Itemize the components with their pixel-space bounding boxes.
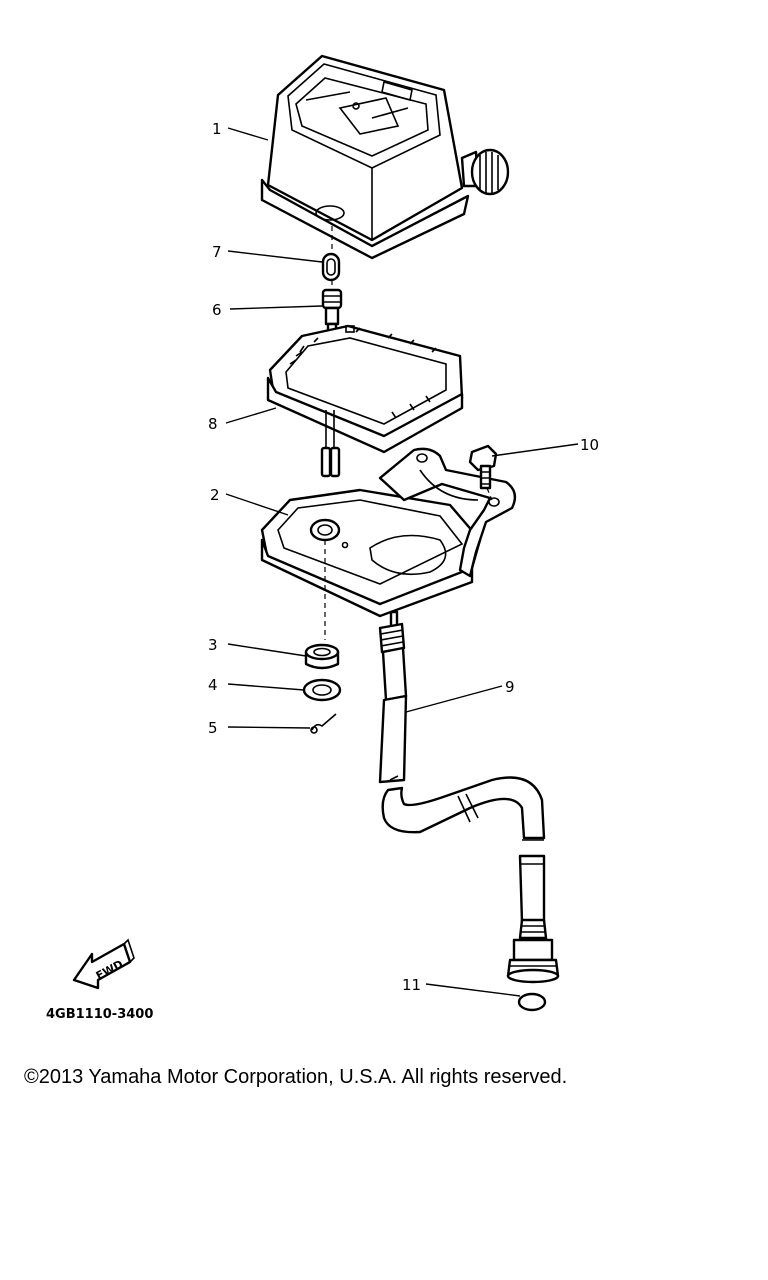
callout-5: 5 [208, 719, 218, 737]
fwd-direction-arrow: FWD [72, 938, 135, 990]
part-10-bolt [468, 444, 498, 501]
part-11-o-ring [517, 992, 547, 1012]
callout-9: 9 [505, 678, 515, 696]
callout-labels: 1 2 3 4 5 6 7 8 9 10 11 [208, 120, 599, 994]
callout-10: 10 [580, 436, 599, 454]
callout-2: 2 [210, 486, 220, 504]
callout-8: 8 [208, 415, 218, 433]
callout-11: 11 [402, 976, 421, 994]
part-1-speedometer-housing [260, 54, 510, 260]
part-2-lower-case [260, 447, 517, 618]
copyright-notice: ©2013 Yamaha Motor Corporation, U.S.A. A… [24, 1066, 568, 1088]
callout-4: 4 [208, 676, 218, 694]
callout-7: 7 [212, 243, 222, 261]
callout-6: 6 [212, 301, 222, 319]
part-6-wires [320, 410, 341, 478]
part-4-washer [302, 678, 342, 702]
part-9-speedometer-cable [378, 610, 560, 984]
part-8-gasket [266, 324, 464, 454]
exploded-parts-diagram: 1 2 3 4 5 6 7 8 9 10 11 FWD 4GB1110-3400 [46, 54, 599, 1022]
part-7-grommet [321, 252, 341, 282]
drawing-code: 4GB1110-3400 [46, 1007, 153, 1022]
part-3-grommet [304, 643, 340, 670]
leader-lines [225, 127, 579, 997]
callout-1: 1 [212, 120, 222, 138]
part-5-clip [310, 713, 337, 734]
callout-3: 3 [208, 636, 218, 654]
